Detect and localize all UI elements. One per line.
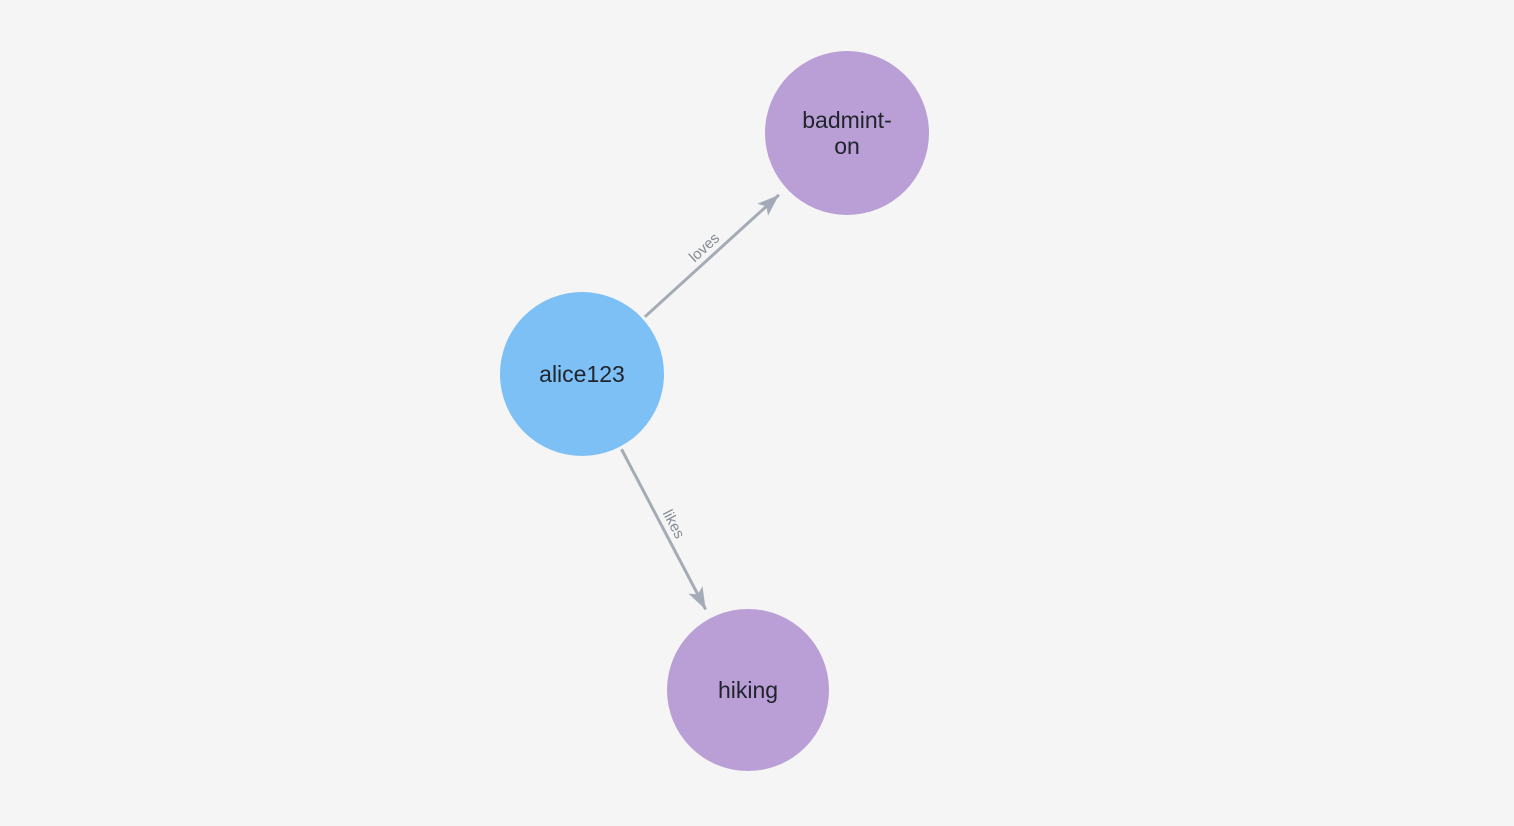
- nodes-layer: alice123 badmint-on hiking: [500, 51, 929, 771]
- edge-label-loves: loves: [686, 230, 723, 266]
- edge-line-likes[interactable]: [620, 448, 708, 611]
- node-circle-badminton[interactable]: [765, 51, 929, 215]
- node-badminton[interactable]: badmint-on: [765, 51, 929, 215]
- node-circle-alice123[interactable]: [500, 292, 664, 456]
- edge-label-likes: likes: [659, 507, 688, 541]
- edge-line-loves[interactable]: [643, 193, 780, 318]
- node-alice123[interactable]: alice123: [500, 292, 664, 456]
- node-hiking[interactable]: hiking: [667, 609, 829, 771]
- edge-loves: loves: [643, 193, 780, 318]
- node-circle-hiking[interactable]: [667, 609, 829, 771]
- edge-likes: likes: [620, 448, 708, 611]
